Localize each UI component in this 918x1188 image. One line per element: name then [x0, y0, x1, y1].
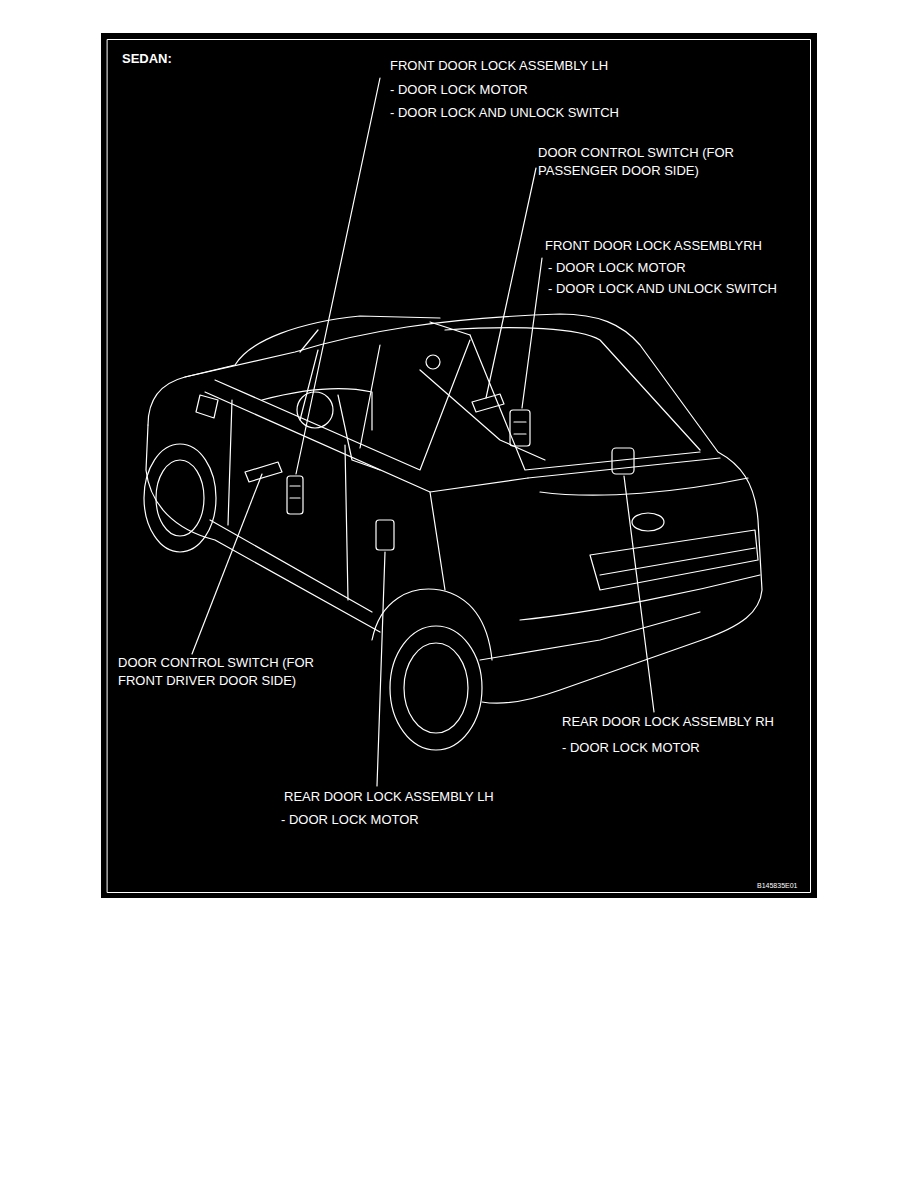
part-label: DOOR CONTROL SWITCH (FOR PASSENGER DOOR …: [538, 144, 753, 180]
part-label: - DOOR LOCK AND UNLOCK SWITCH: [390, 104, 619, 122]
part-label: - DOOR LOCK MOTOR: [548, 259, 686, 277]
part-label: FRONT DOOR LOCK ASSEMBLY LH: [390, 57, 608, 75]
part-label: REAR DOOR LOCK ASSEMBLY RH: [562, 713, 774, 731]
part-label: - DOOR LOCK MOTOR: [390, 81, 528, 99]
part-label: - DOOR LOCK MOTOR: [562, 739, 700, 757]
diagram-title: SEDAN:: [122, 50, 172, 68]
part-label: REAR DOOR LOCK ASSEMBLY LH: [284, 788, 494, 806]
part-label: FRONT DOOR LOCK ASSEMBLYRH: [545, 237, 762, 255]
part-label: DOOR CONTROL SWITCH (FOR FRONT DRIVER DO…: [118, 654, 333, 690]
part-label: - DOOR LOCK MOTOR: [281, 811, 419, 829]
figure-code: B145835E01: [757, 881, 797, 890]
part-label: - DOOR LOCK AND UNLOCK SWITCH: [548, 280, 777, 298]
